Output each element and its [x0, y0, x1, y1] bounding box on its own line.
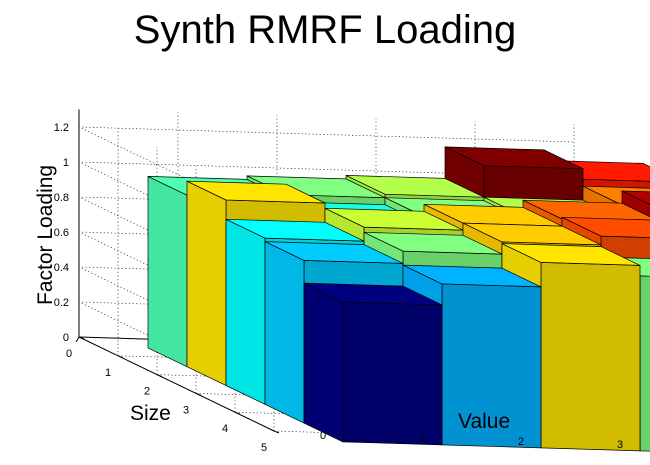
- z-tick-label: 1.2: [54, 122, 69, 134]
- size-tick-label: 5: [261, 442, 267, 454]
- size-tick-label: 2: [144, 386, 150, 398]
- bar-front-face: [540, 262, 641, 452]
- value-tick-label: 1: [419, 433, 425, 445]
- bar-top-face: [402, 264, 542, 288]
- bar-top-face: [264, 241, 404, 264]
- size-tick-label: 1: [105, 367, 111, 379]
- bar-side-face: [264, 241, 305, 424]
- size-tick-mark: [78, 336, 85, 340]
- tick-layer: 00.20.40.60.811.2012345012345: [54, 122, 623, 454]
- bar-top-face: [186, 180, 326, 204]
- z-tick-label: 1: [63, 157, 69, 169]
- size-tick-mark: [117, 355, 124, 359]
- z-tick-label: 0.8: [54, 192, 69, 204]
- bar-top-face: [462, 222, 602, 246]
- bar-top-face: [621, 190, 650, 205]
- bar-top-face: [501, 243, 641, 266]
- size-tick-mark: [156, 374, 163, 378]
- bar-side-face: [147, 175, 188, 368]
- size-axis-line: [78, 336, 275, 432]
- value-tick-mark: [75, 336, 80, 343]
- value-tick-label: 3: [617, 439, 623, 451]
- size-tick-label: 3: [183, 404, 189, 416]
- z-tick-label: 0.4: [54, 262, 69, 274]
- z-tick-label: 0: [63, 332, 69, 344]
- z-tick-label: 0.2: [54, 297, 69, 309]
- bar-size-5-value-1: [303, 282, 443, 446]
- size-tick-label: 0: [66, 348, 72, 360]
- bars-layer: [147, 146, 650, 452]
- bar-top-face: [444, 146, 584, 170]
- z-tick-label: 0.6: [54, 227, 69, 239]
- bar-top-face: [522, 199, 650, 223]
- bar-top-face: [561, 216, 650, 238]
- value-axis-label: Value: [458, 410, 510, 433]
- size-tick-mark: [273, 430, 280, 434]
- size-tick-label: 4: [222, 423, 228, 435]
- size-tick-mark: [234, 411, 241, 415]
- factor-loading-axis-label: Factor Loading: [34, 165, 57, 305]
- bar-front-face: [639, 275, 650, 452]
- chart-title: Synth RMRF Loading: [133, 8, 517, 52]
- bar-top-face: [303, 282, 443, 306]
- size-tick-mark: [195, 392, 202, 396]
- bar-side-face: [225, 218, 266, 405]
- bar-front-face: [342, 301, 443, 446]
- value-tick-label: 0: [320, 430, 326, 442]
- bar-side-face: [303, 282, 344, 443]
- bar-side-face: [186, 180, 227, 387]
- size-axis-label: Size: [130, 402, 171, 425]
- value-tick-label: 2: [518, 436, 524, 448]
